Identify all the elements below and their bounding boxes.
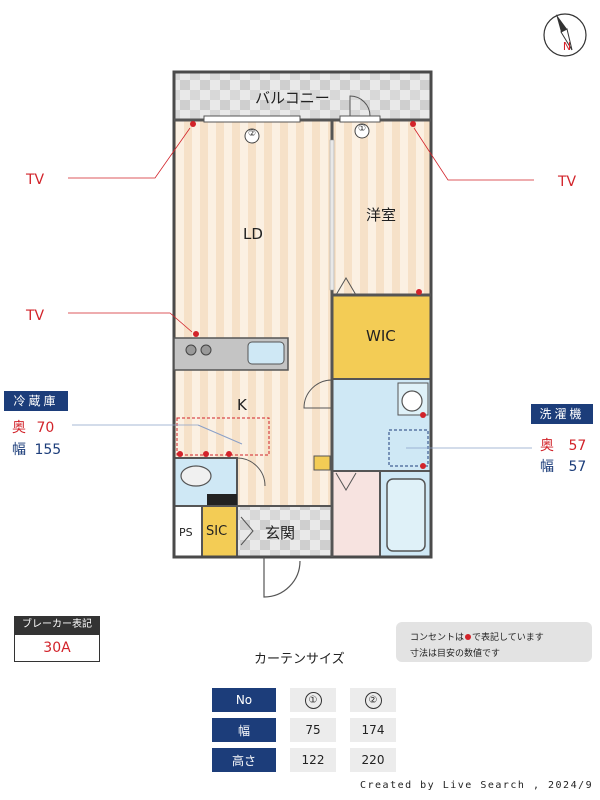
storage-box (313, 455, 331, 471)
stove-burner (200, 344, 212, 356)
notes-line-2: 寸法は目安の数値です (410, 649, 501, 659)
room-label-sic: SIC (206, 524, 228, 539)
breaker-value: 30A (14, 634, 100, 662)
compass-icon (543, 13, 587, 57)
fridge-width-value: 155 (34, 442, 62, 458)
western-room-floor (332, 120, 431, 295)
notes-line-1: コンセントはで表記しています (410, 630, 544, 643)
outer-wall (172, 70, 433, 559)
tv-leader-left (68, 127, 191, 179)
room-label-wic: WIC (366, 327, 396, 345)
entrance-door-swing (263, 557, 301, 598)
curtain-width-1: 75 (276, 718, 336, 742)
room-label-balcony: バルコニー (255, 89, 330, 107)
fridge-width: 幅 155 (12, 439, 61, 459)
window-2-label: ② (247, 129, 257, 139)
bath-door (335, 472, 357, 491)
compass-letter: N (563, 40, 571, 53)
credit-text: Created by Live Search , 2024/9 (360, 780, 594, 791)
curtain-no-1: ① (276, 688, 336, 712)
toilet-bowl (180, 465, 212, 487)
table-row: 幅 75 174 (212, 718, 396, 742)
curtain-header-width: 幅 (212, 718, 276, 742)
fridge-space (176, 417, 270, 456)
breaker-title: ブレーカー表記 (14, 616, 100, 634)
tv-label-ld: TV (26, 308, 45, 324)
washer-depth-label: 奥 (540, 438, 554, 454)
room-label-ld: LD (243, 225, 263, 243)
curtain-table: No ① ② 幅 75 174 高さ 122 220 (212, 682, 396, 778)
curtain-width-2: 174 (336, 718, 396, 742)
window-2 (203, 115, 301, 123)
hall-area (331, 470, 381, 558)
curtain-height-1: 122 (276, 748, 336, 772)
fridge-title: 冷蔵庫 (4, 391, 68, 411)
outlet-icon (465, 634, 472, 640)
room-label-western: 洋室 (366, 206, 397, 224)
stove-burner (185, 344, 197, 356)
wic-door (335, 277, 357, 296)
fridge-depth-value: 70 (36, 420, 55, 436)
fridge-depth: 奥 70 (12, 417, 54, 437)
kitchen-sink (247, 341, 285, 365)
curtain-height-2: 220 (336, 748, 396, 772)
tv-leader-ld (68, 312, 193, 333)
washer-depth-value: 57 (568, 438, 587, 454)
curtain-header-height: 高さ (212, 748, 276, 772)
window-1 (339, 115, 381, 123)
room-label-ps: PS (179, 526, 193, 539)
washer-width: 幅 57 (540, 456, 586, 476)
window-1-label: ① (357, 124, 367, 134)
washroom-door-swing (303, 379, 333, 409)
washer-title: 洗濯機 (531, 404, 593, 424)
entrance-step (240, 516, 254, 546)
curtain-no-2: ② (336, 688, 396, 712)
curtain-title: カーテンサイズ (254, 652, 345, 667)
fridge-width-label: 幅 (12, 442, 26, 458)
washer-width-value: 57 (568, 459, 587, 475)
ld-floor (174, 120, 332, 506)
toilet-tank (207, 494, 237, 506)
toilet-door-swing (236, 457, 266, 487)
notes-line-1-post: で表記しています (472, 633, 544, 643)
ps-area (173, 505, 203, 558)
room-label-kitchen: K (237, 396, 247, 414)
tv-label-left: TV (26, 172, 45, 188)
curtain-no-1-label: ① (304, 691, 322, 709)
washer-width-label: 幅 (540, 459, 554, 475)
tv-leader-right (413, 127, 534, 181)
table-row: 高さ 122 220 (212, 748, 396, 772)
sliding-door (329, 139, 335, 291)
curtain-header-no: No (212, 688, 276, 712)
room-label-entrance: 玄関 (265, 524, 296, 542)
notes-line-1-pre: コンセントは (410, 633, 465, 643)
fridge-marker (197, 424, 243, 445)
balcony-door-swing (349, 95, 371, 117)
notes-box: コンセントはで表記しています 寸法は目安の数値です (396, 622, 592, 662)
window-2-marker (244, 128, 260, 144)
washbasin-bowl (401, 390, 423, 412)
outlet-markers (177, 121, 426, 469)
tv-label-right: TV (558, 174, 577, 190)
fridge-depth-label: 奥 (12, 420, 26, 436)
washer-depth: 奥 57 (540, 435, 586, 455)
curtain-no-2-label: ② (364, 691, 382, 709)
window-1-marker (354, 123, 370, 139)
table-row: No ① ② (212, 688, 396, 712)
bathtub (386, 478, 426, 552)
